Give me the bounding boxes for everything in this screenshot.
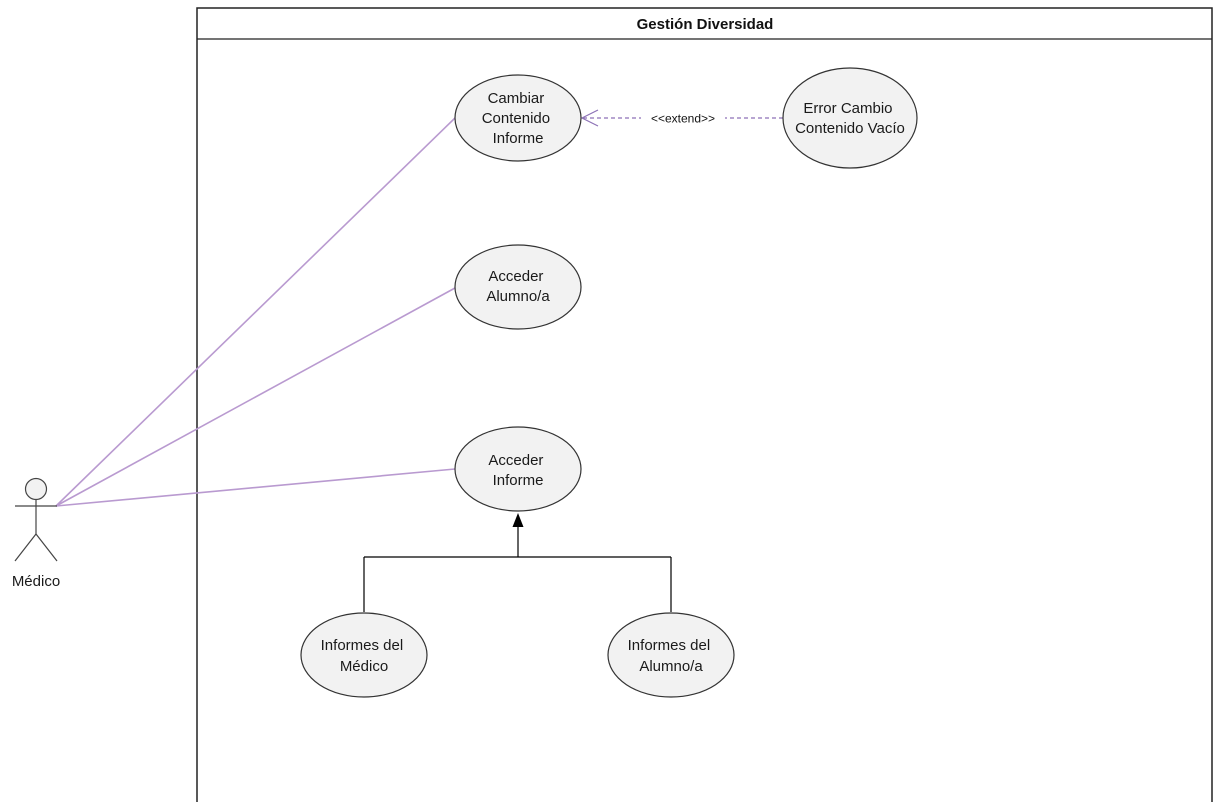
usecase-label: Acceder Informe xyxy=(488,452,547,489)
usecase-informes-del-alumno[interactable]: Informes del Alumno/a xyxy=(607,612,735,698)
system-title: Gestión Diversidad xyxy=(637,16,774,33)
association-cambiar-contenido xyxy=(55,117,456,507)
usecase-ellipse xyxy=(607,612,735,698)
usecase-label-line: Acceder xyxy=(488,452,543,469)
usecase-label: Error Cambio Contenido Vacío xyxy=(795,100,905,137)
usecase-label-line: Informes del xyxy=(321,637,404,654)
system-boundary-frame xyxy=(196,7,1213,802)
actor-left-leg xyxy=(14,533,37,562)
usecase-label: Informes del Alumno/a xyxy=(628,637,715,675)
usecase-label: Informes del Médico xyxy=(321,637,408,675)
actor-right-leg xyxy=(35,533,58,562)
extend-label-background xyxy=(641,110,725,126)
usecase-label-line: Contenido Vacío xyxy=(795,120,905,137)
extend-arrowhead xyxy=(580,109,599,127)
usecase-label: Acceder Alumno/a xyxy=(486,268,550,305)
usecase-ellipse xyxy=(454,244,582,330)
usecase-informes-del-medico[interactable]: Informes del Médico xyxy=(300,612,428,698)
usecase-error-cambio-contenido-vacio[interactable]: Error Cambio Contenido Vacío xyxy=(782,67,918,169)
usecase-label-line: Error Cambio xyxy=(803,100,892,117)
actor-head xyxy=(24,477,48,501)
usecase-cambiar-contenido-informe[interactable]: Cambiar Contenido Informe xyxy=(454,74,582,162)
usecase-label-line: Médico xyxy=(340,658,388,675)
actor-label: Médico xyxy=(12,573,60,590)
usecase-label-line: Contenido xyxy=(482,110,550,127)
usecase-acceder-informe[interactable]: Acceder Informe xyxy=(454,426,582,512)
generalization-arrowhead xyxy=(512,513,524,527)
usecase-ellipse xyxy=(782,67,918,169)
usecase-ellipse xyxy=(454,426,582,512)
usecase-label-line: Informe xyxy=(493,130,544,147)
usecase-label-line: Alumno/a xyxy=(639,658,703,675)
usecase-label-line: Informes del xyxy=(628,637,711,654)
association-acceder-alumno xyxy=(55,287,456,507)
generalization-relation xyxy=(363,513,672,612)
extend-relation: <<extend>> xyxy=(580,109,783,127)
association-acceder-informe xyxy=(55,468,456,507)
usecase-ellipse xyxy=(300,612,428,698)
actor-medico[interactable]: Médico xyxy=(12,477,60,591)
usecase-ellipse xyxy=(454,74,582,162)
usecase-acceder-alumno[interactable]: Acceder Alumno/a xyxy=(454,244,582,330)
extend-label: <<extend>> xyxy=(651,112,715,126)
usecase-label: Cambiar Contenido Informe xyxy=(482,90,555,147)
usecase-label-line: Alumno/a xyxy=(486,288,550,305)
usecase-label-line: Cambiar xyxy=(488,90,545,107)
usecase-label-line: Informe xyxy=(493,472,544,489)
associations xyxy=(55,117,456,507)
system-boundary: Gestión Diversidad xyxy=(196,7,1213,802)
usecase-label-line: Acceder xyxy=(488,268,543,285)
